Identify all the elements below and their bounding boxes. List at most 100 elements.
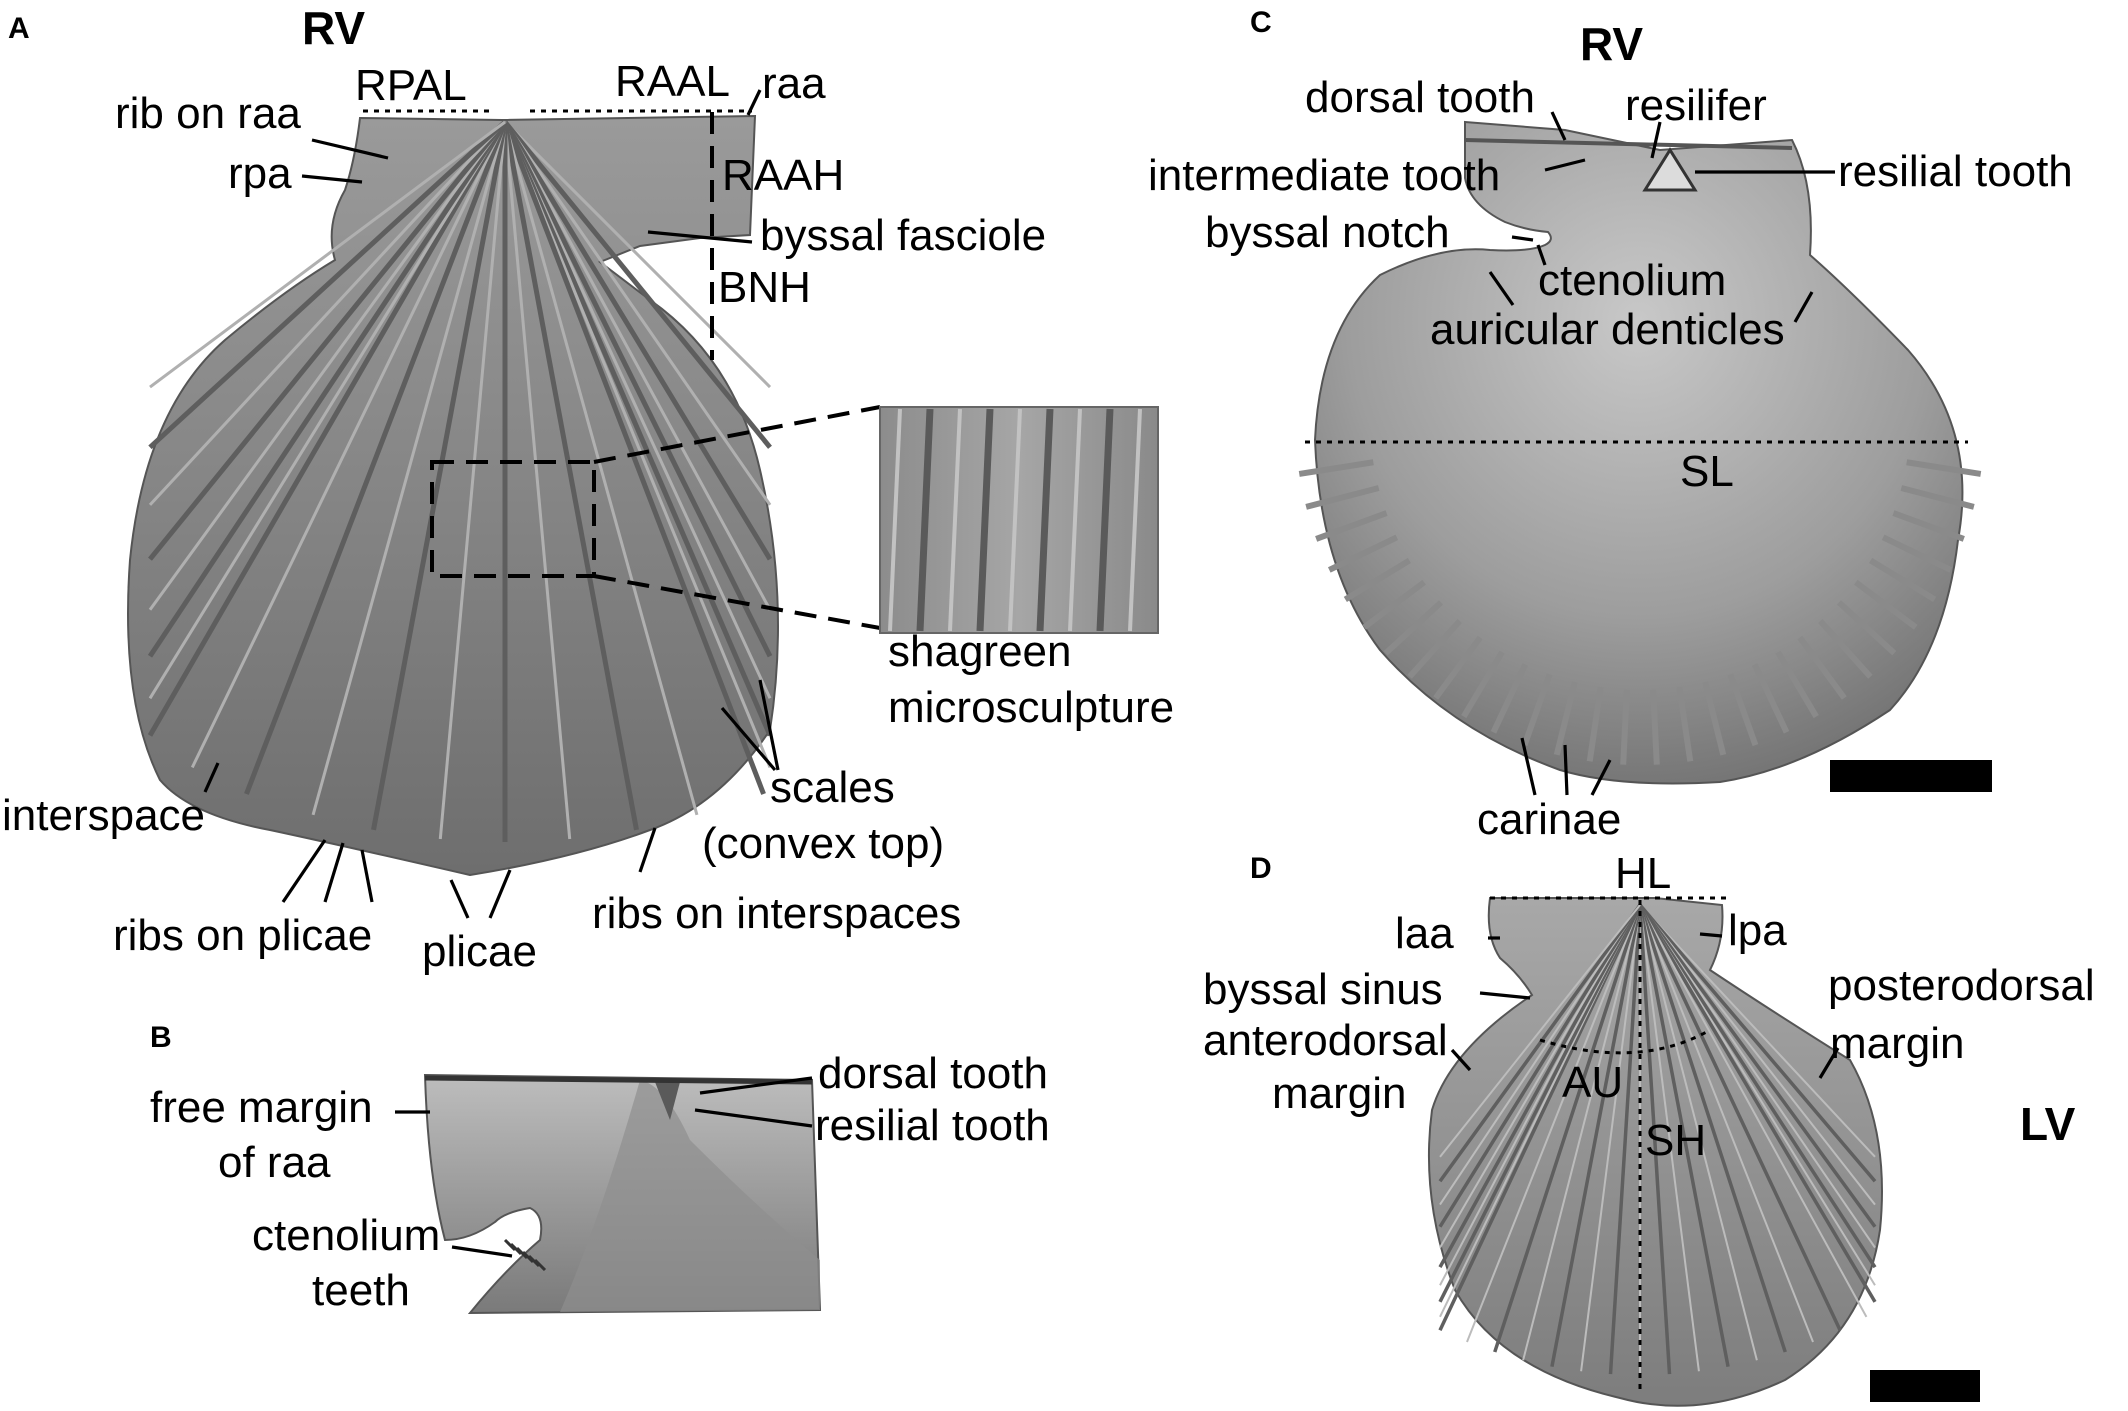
rib-line <box>438 121 507 840</box>
rib-line <box>1439 904 1641 1158</box>
panel-b: B free margin of raa dorsal tooth resili… <box>150 1021 1050 1315</box>
carina-mark <box>1854 579 1918 630</box>
scale-bar-c <box>1830 760 1992 792</box>
label-byssal-sinus: byssal sinus <box>1203 965 1443 1014</box>
label-byssal-notch: byssal notch <box>1205 208 1450 257</box>
inset-connector-top <box>593 405 881 464</box>
leader-resilial-tooth-b <box>694 1108 813 1128</box>
carina-mark <box>1553 681 1578 756</box>
label-convex-top: (convex top) <box>702 819 944 868</box>
leader-posterodorsal <box>1818 1047 1840 1079</box>
rib-line <box>1638 903 1877 1228</box>
panel-c-carinae-marks <box>1298 459 1982 765</box>
label-rib-on-raa: rib on raa <box>115 89 301 138</box>
rib-line <box>503 121 772 768</box>
inset-rib-line <box>1068 408 1082 632</box>
leader-resilifer <box>1650 121 1662 159</box>
carina-mark <box>1362 579 1426 630</box>
label-dorsal-tooth-c: dorsal tooth <box>1305 73 1535 122</box>
panel-d-view: LV <box>2020 1098 2076 1150</box>
rib-line <box>1639 904 1758 1361</box>
leader-ribs-on-plicae-1 <box>281 839 327 903</box>
label-bnh: BNH <box>718 263 811 312</box>
label-laa: laa <box>1395 909 1454 958</box>
rib-line <box>148 120 507 506</box>
label-ctenolium-c: ctenolium <box>1538 256 1726 305</box>
panel-d: D HL laa lpa byssal sinus anterodorsal m… <box>1203 849 2095 1407</box>
label-resilial-tooth-b: resilial tooth <box>815 1101 1050 1150</box>
leader-scales-2 <box>758 679 780 771</box>
label-raal: RAAL <box>615 57 730 106</box>
carina-mark <box>1892 510 1965 542</box>
panel-a: A RV RPAL RAAL raa rib on raa rpa RAAH b… <box>2 2 1174 976</box>
leader-rib-on-raa <box>311 138 389 160</box>
carina-mark <box>1305 485 1380 510</box>
carina-mark <box>1836 600 1897 656</box>
leader-rpa <box>301 174 363 184</box>
label-microsculpture: microsculpture <box>888 683 1174 732</box>
label-resilial-tooth-c: resilial tooth <box>1838 147 2073 196</box>
inset-rib-line <box>948 408 962 632</box>
label-interspace: interspace <box>2 791 205 840</box>
auricle-boundary <box>1539 1028 1711 1055</box>
carina-mark <box>1315 510 1388 542</box>
rib-line <box>1438 903 1642 1183</box>
rib-line <box>1639 904 1814 1343</box>
panel-c-letter: C <box>1250 6 1272 39</box>
rib-line <box>190 121 507 769</box>
rib-line <box>1639 904 1876 1158</box>
leader-ribs-on-plicae-3 <box>360 849 374 903</box>
carina-mark <box>1327 534 1399 573</box>
carina-mark <box>1343 557 1411 603</box>
leader-byssal-sinus <box>1479 991 1531 1000</box>
panel-c: C RV dorsal tooth resilifer intermediate… <box>1148 6 2073 844</box>
leader-byssal-notch <box>1511 235 1534 242</box>
label-sl: SL <box>1680 447 1734 496</box>
carina-mark <box>1407 618 1462 679</box>
rib-line <box>1639 904 1876 1206</box>
carina-mark <box>1433 635 1483 700</box>
panel-a-ribs <box>147 120 773 842</box>
rib-line <box>1638 904 1672 1375</box>
leader-ctenolium-c <box>1536 244 1547 266</box>
label-byssal-fasciole: byssal fasciole <box>760 211 1046 260</box>
rib-line <box>1550 904 1642 1368</box>
leader-plicae-2 <box>488 869 512 919</box>
inset-rib-line <box>888 408 902 632</box>
inset-connector-bottom <box>593 574 881 630</box>
label-anterodorsal: anterodorsal <box>1203 1016 1448 1065</box>
carina-mark <box>1900 485 1975 510</box>
rib-line <box>1522 904 1641 1361</box>
rib-line <box>503 121 699 816</box>
carina-mark <box>1869 557 1937 603</box>
label-raah: RAAH <box>722 151 844 200</box>
leader-ribs-on-plicae-2 <box>323 842 345 903</box>
panel-b-hinge <box>424 1075 813 1085</box>
rib-line <box>1638 904 1877 1269</box>
carina-mark <box>1797 635 1847 700</box>
ctenolium-tooth <box>533 1258 547 1272</box>
leader-intermediate-tooth <box>1544 158 1586 172</box>
carina-mark <box>1298 459 1374 477</box>
panel-b-letter: B <box>150 1021 172 1054</box>
rib-line <box>1638 903 1877 1183</box>
leader-ctenolium-b <box>451 1245 513 1258</box>
label-raa: raa <box>762 59 826 108</box>
rib-line <box>502 121 639 831</box>
rib-line <box>1639 904 1868 1318</box>
rib-line <box>1608 904 1642 1375</box>
rib-line <box>503 121 772 506</box>
inset-rib-line <box>1008 408 1022 632</box>
leader-dorsal-tooth-b <box>699 1076 813 1095</box>
label-shagreen: shagreen <box>888 627 1071 676</box>
leader-anterodorsal <box>1450 1048 1472 1072</box>
carina-mark <box>1676 686 1694 762</box>
scale-bar-d <box>1870 1370 1980 1402</box>
rib-line <box>502 120 773 658</box>
label-resilifer: resilifer <box>1625 81 1767 130</box>
carina-mark <box>1702 681 1727 756</box>
inset-source-box <box>430 460 596 578</box>
rib-line <box>502 120 773 561</box>
leader-plicae-1 <box>449 879 470 919</box>
panel-b-resilial-pit <box>655 1082 680 1120</box>
